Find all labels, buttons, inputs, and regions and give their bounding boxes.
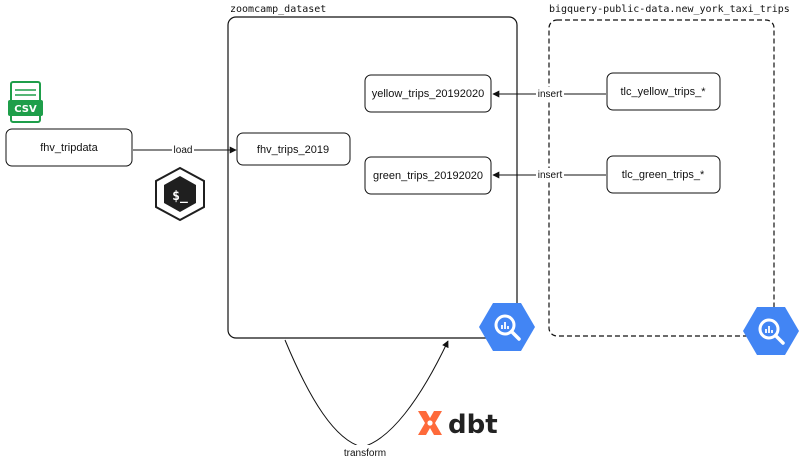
node-tlc-yellow: tlc_yellow_trips_* bbox=[606, 72, 721, 111]
node-yellow-trips-label: yellow_trips_20192020 bbox=[372, 88, 485, 100]
edge-insert-green: insert bbox=[492, 168, 606, 181]
node-tlc-green-label: tlc_green_trips_* bbox=[622, 169, 705, 181]
node-fhv-trips-2019-label: fhv_trips_2019 bbox=[257, 144, 329, 156]
node-yellow-trips: yellow_trips_20192020 bbox=[364, 74, 492, 113]
node-fhv-tripdata: fhv_tripdata bbox=[5, 128, 133, 167]
shell-icon-label: $_ bbox=[172, 189, 188, 204]
bigquery-icon bbox=[479, 303, 535, 351]
shell-terminal-icon: $_ bbox=[155, 166, 205, 222]
edge-insert-yellow: insert bbox=[492, 87, 606, 100]
node-fhv-tripdata-label: fhv_tripdata bbox=[40, 142, 98, 154]
node-tlc-yellow-label: tlc_yellow_trips_* bbox=[621, 86, 707, 98]
bigquery-public-icon bbox=[743, 307, 799, 355]
node-green-trips: green_trips_20192020 bbox=[364, 156, 492, 195]
edge-insert-green-label: insert bbox=[538, 170, 563, 181]
node-green-trips-label: green_trips_20192020 bbox=[373, 170, 483, 182]
edge-load-label: load bbox=[174, 145, 193, 156]
csv-file-icon: CSV bbox=[8, 81, 43, 123]
node-tlc-green: tlc_green_trips_* bbox=[606, 155, 721, 194]
edge-load: load bbox=[133, 143, 237, 156]
public-dataset-label: bigquery-public-data.new_york_taxi_trips bbox=[549, 4, 790, 15]
dbt-logo-label: dbt bbox=[448, 410, 498, 440]
edge-insert-yellow-label: insert bbox=[538, 89, 563, 100]
csv-icon-label: CSV bbox=[14, 104, 37, 115]
edge-transform-label: transform bbox=[344, 448, 386, 459]
zoomcamp-dataset-label: zoomcamp_dataset bbox=[230, 4, 326, 15]
node-fhv-trips-2019: fhv_trips_2019 bbox=[236, 132, 351, 166]
edge-transform: transform bbox=[284, 339, 449, 459]
dbt-logo-icon: dbt bbox=[418, 410, 498, 440]
